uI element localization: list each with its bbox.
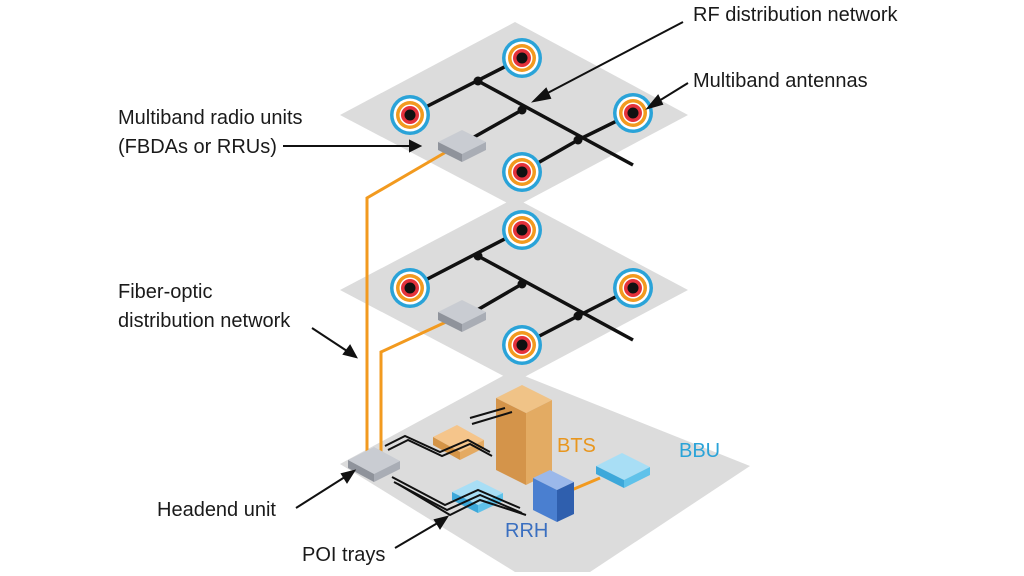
bts-cabinet [496,385,552,485]
antenna-icon [502,152,542,192]
antenna-icon [613,93,653,133]
label-fiber-line1: Fiber-optic [118,281,212,303]
label-radio-units-line2: (FBDAs or RRUs) [118,136,277,158]
rf-network-middle [409,228,634,347]
antenna-icon [390,95,430,135]
label-poi-trays: POI trays [302,544,385,566]
callout-lines [283,21,689,549]
label-multiband-antennas: Multiband antennas [693,70,868,92]
label-headend-unit: Headend unit [157,499,276,521]
label-bbu: BBU [679,440,720,462]
antenna-icon [502,38,542,78]
rrh-unit [533,470,574,522]
label-radio-units-line1: Multiband radio units [118,107,303,129]
antenna-icon [502,325,542,365]
coax-cabling [384,407,527,517]
antenna-icon [502,210,542,250]
headend-unit-icon [348,447,400,482]
antenna-icon [613,268,653,308]
label-bts: BTS [557,435,596,457]
bbu-unit [596,453,650,488]
label-fiber-line2: distribution network [118,310,291,332]
label-rf-distribution-network: RF distribution network [693,4,899,26]
antenna-icon [390,268,430,308]
label-rrh: RRH [505,520,548,542]
